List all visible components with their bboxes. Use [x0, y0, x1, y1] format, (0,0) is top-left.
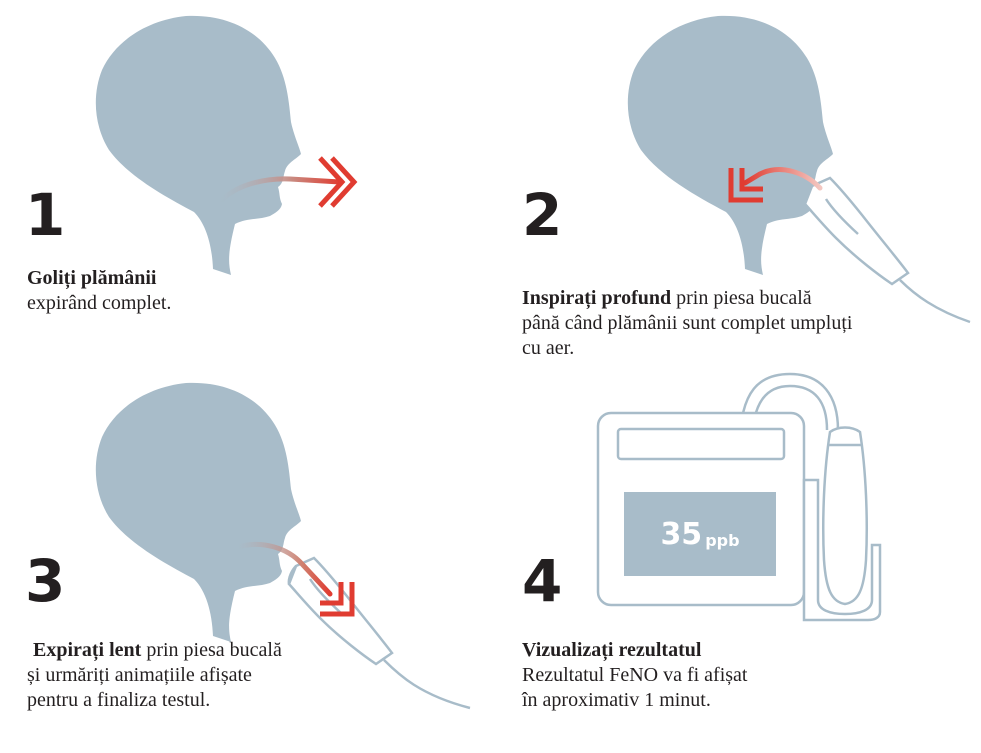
step-3-desc-line-1: prin piesa bucală — [141, 639, 282, 661]
head-1-illustration — [95, 15, 358, 276]
head-2-illustration — [627, 15, 971, 324]
step-3-number: 3 — [25, 547, 66, 615]
head-3-silhouette — [95, 382, 301, 642]
step-3-caption: Expirați lent prin piesa bucală și urmăr… — [27, 638, 282, 713]
step-4-desc-line-1: Rezultatul FeNO va fi afișat — [522, 664, 748, 686]
step-2-desc-line-2: până când plămânii sunt complet umpluți — [522, 312, 853, 334]
step-1-caption: Goliți plămânii expirând complet. — [27, 266, 171, 316]
step-4-desc-line-2: în aproximativ 1 minut. — [522, 689, 711, 711]
head-3-illustration — [95, 382, 471, 710]
device-handset — [822, 426, 868, 606]
exhale-down-corner-arrow-icon — [320, 582, 355, 617]
feno-reading-value: 35 — [660, 516, 703, 552]
head-1-silhouette — [95, 15, 301, 276]
step-2-desc-line-1: prin piesa bucală — [671, 287, 812, 309]
breath-out-stream — [217, 176, 343, 205]
step-1-number: 1 — [25, 181, 66, 249]
step-3-desc-line-3: pentru a finaliza testul. — [27, 689, 211, 711]
device-screen — [624, 492, 776, 576]
mouthpiece-2 — [803, 176, 971, 324]
exhale-chevron-icon — [318, 156, 358, 208]
step-1-desc-line-1: expirând complet. — [27, 292, 172, 314]
breath-down-stream — [235, 541, 333, 597]
mouthpiece-3 — [287, 556, 471, 710]
step-4-caption: Vizualizați rezultatul Rezultatul FeNO v… — [522, 638, 748, 713]
step-4-number: 4 — [522, 547, 563, 615]
step-2-desc-line-3: cu aer. — [522, 337, 575, 359]
step-2-number: 2 — [522, 181, 563, 249]
step-2-caption: Inspirați profund prin piesa bucală până… — [522, 286, 852, 361]
step-3-title: Expirați lent — [33, 639, 142, 661]
step-1-title: Goliți plămânii — [27, 267, 157, 289]
inhale-corner-arrow-icon — [728, 168, 763, 203]
step-4-title: Vizualizați rezultatul — [522, 639, 702, 661]
device-cradle — [802, 478, 882, 622]
head-2-silhouette — [627, 15, 833, 276]
feno-device-illustration — [596, 372, 882, 622]
step-2-title: Inspirați profund — [522, 287, 672, 309]
device-top-bar — [616, 427, 786, 461]
breath-in-stream — [742, 167, 823, 191]
step-3-desc-line-2: și urmăriți animațiile afișate — [27, 664, 252, 686]
feno-reading-unit: ppb — [705, 530, 740, 550]
